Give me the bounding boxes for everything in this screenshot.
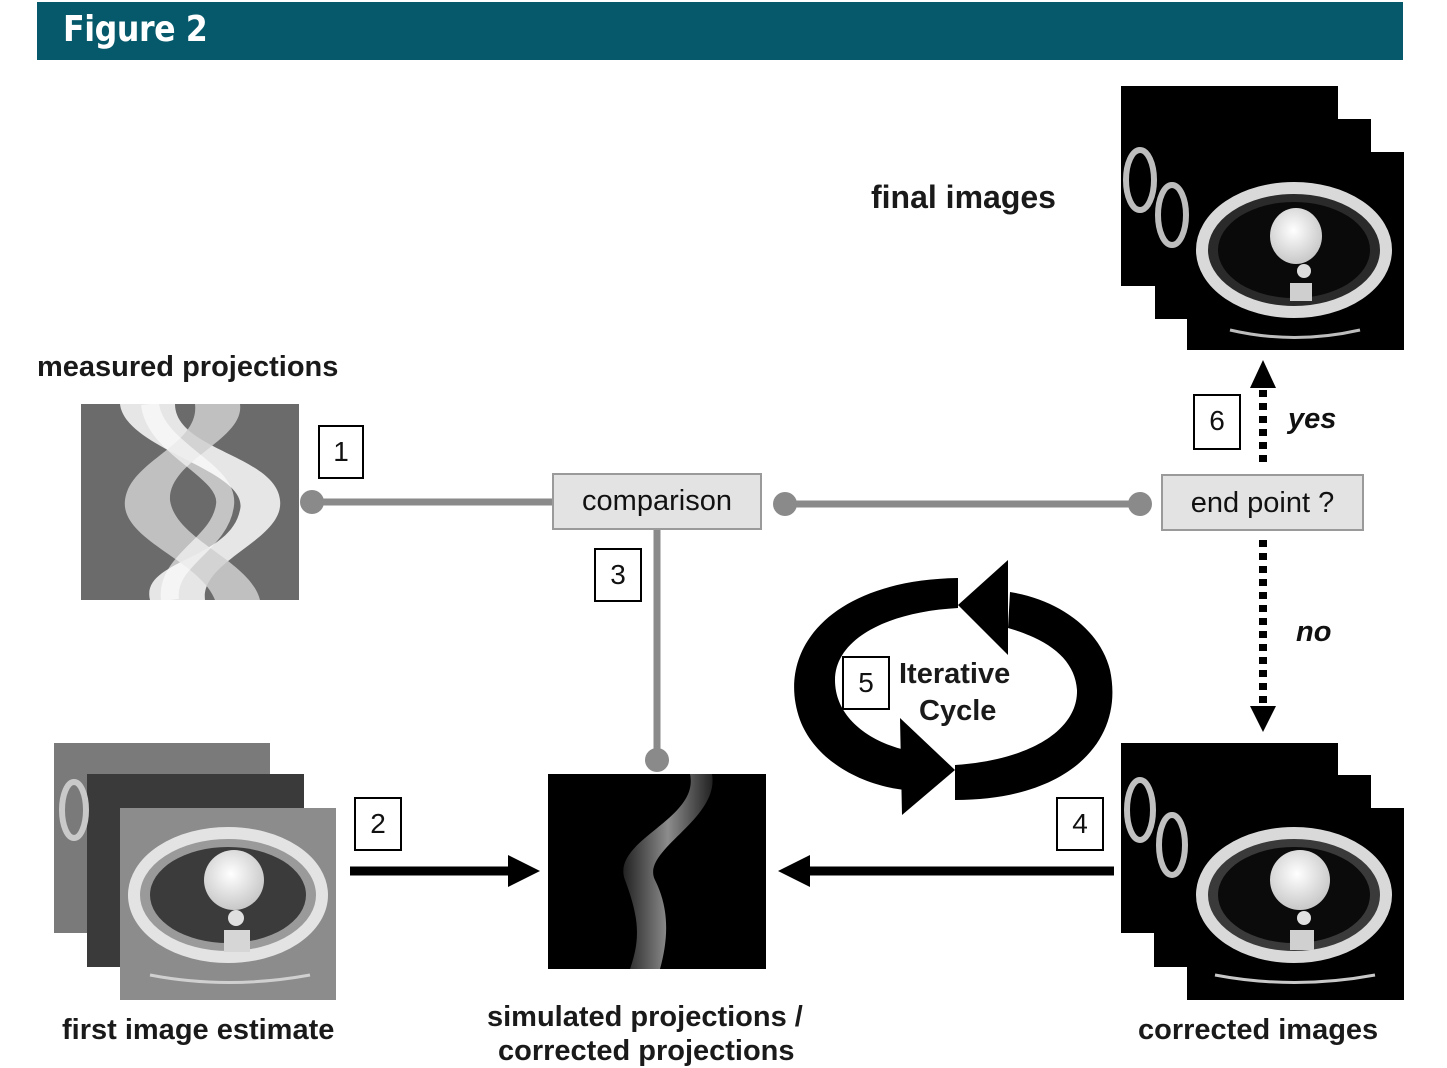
no-branch-label: no [1296,616,1332,648]
figure-header: Figure 2 [37,2,1403,60]
corrected-images-stack [1121,743,1404,1000]
iterative-cycle-label-line2: Cycle [919,695,997,727]
first-image-estimate-stack [54,743,336,1000]
final-images-label: final images [871,179,1056,215]
connector-dot-endpoint [1128,492,1152,516]
corrected-images-label: corrected images [1138,1014,1379,1046]
final-images-stack [1121,86,1404,350]
measured-projections-image [81,402,299,602]
step-6-badge: 6 [1193,394,1241,450]
figure-title: Figure 2 [63,9,208,50]
arrow-step-2 [350,855,540,887]
connector-dot-comparison [773,492,797,516]
connector-lines [300,490,1152,772]
step-2-badge: 2 [354,797,402,851]
simulated-projections-image [548,774,766,969]
step-4-badge: 4 [1056,797,1104,851]
yes-branch-label: yes [1288,403,1337,435]
step-1-badge: 1 [318,425,364,479]
first-image-estimate-label: first image estimate [62,1014,335,1046]
step-5-badge: 5 [842,656,890,710]
corrected-projections-label: corrected projections [498,1035,795,1067]
connector-dot-measured [300,490,324,514]
step-3-badge: 3 [594,548,642,602]
endpoint-node: end point ? [1161,474,1364,531]
arrow-no [1250,540,1276,732]
measured-projections-label: measured projections [37,351,339,383]
simulated-projections-label: simulated projections / [487,1001,803,1033]
comparison-node: comparison [552,473,762,530]
iterative-cycle-label-line1: Iterative [899,658,1011,690]
arrow-step-4 [778,855,1114,887]
connector-dot-simulated [645,748,669,772]
iterative-cycle-arrows [794,560,1113,815]
arrow-yes [1250,360,1276,462]
